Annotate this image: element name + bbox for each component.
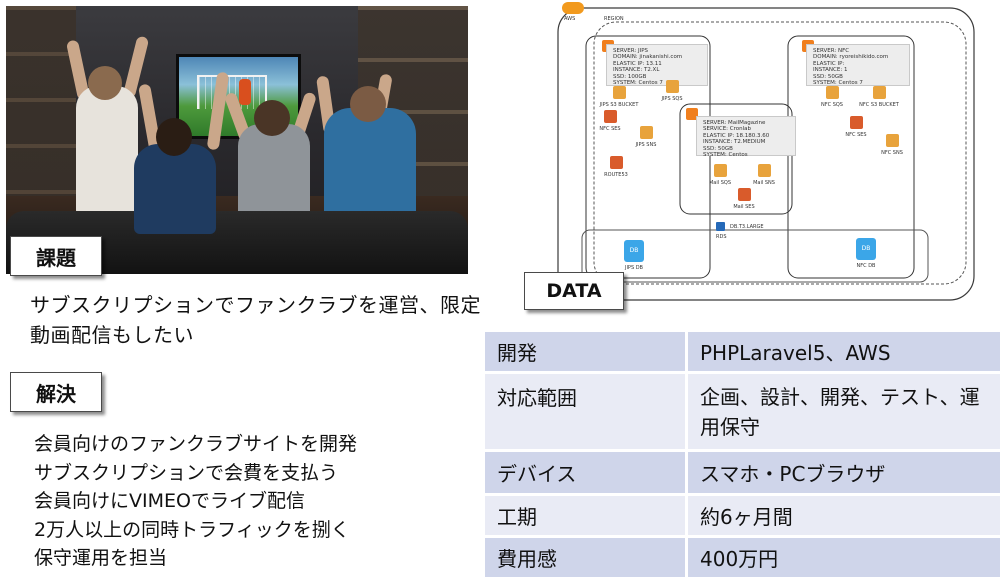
ses-icon [849,116,863,129]
route53: ROUTE53 [596,156,636,178]
row-value: スマホ・PCブラウザ [685,452,1000,496]
table-row: デバイス スマホ・PCブラウザ [485,452,1000,496]
region-label: REGION [604,16,624,22]
table-row: 対応範囲 企画、設計、開発、テスト、運用保守 [485,374,1000,452]
jips-sqs: JIPS SQS [652,80,692,102]
ses-icon [737,188,751,201]
nfc-zone [787,35,915,279]
row-value: PHPLaravel5、AWS [685,332,1000,374]
solution-item: サブスクリプションで会費を支払う [34,461,339,484]
jips-zone [585,35,711,279]
fan-head [88,66,122,100]
database-icon: DB [624,240,644,262]
row-value: 約6ヶ月間 [685,496,1000,538]
row-key: 開発 [485,332,685,374]
row-key: 工期 [485,496,685,538]
table-row: 費用感 400万円 [485,538,1000,580]
table-row: 工期 約6ヶ月間 [485,496,1000,538]
mail-sns: Mail SNS [746,164,782,186]
nfc-sns: NFC SNS [872,134,912,156]
jips-s3-bucket: JIPS S3 BUCKET [594,86,644,108]
row-value: 400万円 [685,538,1000,580]
aws-cloud-icon [562,2,584,14]
s3-bucket-icon [612,86,626,99]
s3-bucket-icon [872,86,886,99]
solution-item: 保守運用を担当 [34,547,168,569]
solution-list: 会員向けのファンクラブサイトを開発 サブスクリプションで会費を支払う 会員向けに… [34,430,474,573]
data-tag: DATA [524,272,624,310]
diagram-borders [557,7,975,301]
bookshelf-left [6,6,76,206]
fans-watching-tv-photo [6,6,468,274]
sqs-icon [713,164,727,177]
sqs-icon [825,86,839,99]
fan-head [350,86,386,122]
mail-server-card: SERVER: MailMagazine SERVICE: Cronlab EL… [696,116,796,158]
aws-cloud-border [557,7,975,301]
issue-tag: 課題 [10,236,102,276]
row-key: 対応範囲 [485,374,685,452]
sns-icon [639,126,653,139]
fan-body [76,86,138,216]
db-instance-label: DB.T3.LARGE [730,224,764,230]
row-key: デバイス [485,452,685,496]
rds-zone [581,229,929,283]
mail-sqs: Mail SQS [702,164,738,186]
fan-head [254,100,290,136]
region-border [593,21,967,285]
table-row: 開発 PHPLaravel5、AWS [485,332,1000,374]
solution-item: 会員向けのファンクラブサイトを開発 [34,433,358,455]
jips-server-card: SERVER: JIPS DOMAIN: jinakanishi.com ELA… [606,44,708,86]
fan-head [156,118,192,156]
nfc-ses-left: NFC SES [590,110,630,132]
nfc-s3-bucket: NFC S3 BUCKET [854,86,904,108]
mail-zone [679,103,793,215]
ses-icon [603,110,617,123]
sns-icon [885,134,899,147]
fan-body [238,124,310,224]
aws-architecture-diagram: AWS REGION SERVER: JIPS DOMAIN: jinakani… [556,0,978,303]
project-info-table: 開発 PHPLaravel5、AWS 対応範囲 企画、設計、開発、テスト、運用保… [485,332,1000,580]
jips-sns: JIPS SNS [626,126,666,148]
database-icon: DB [856,238,876,260]
solution-tag: 解決 [10,372,102,412]
nfc-server-card: SERVER: NFC DOMAIN: ryoreishikido.com EL… [806,44,910,86]
nfc-ses: NFC SES [836,116,876,138]
sqs-icon [665,80,679,93]
fan-body [134,144,216,234]
mail-ses: Mail SES [726,188,762,210]
aws-label: AWS [564,16,576,22]
fan-body [324,108,416,220]
goalkeeper [239,79,251,105]
rds-label: RDS [716,234,727,240]
issue-text: サブスクリプションでファンクラブを運営、限定動画配信もしたい [30,293,481,347]
sns-icon [757,164,771,177]
row-key: 費用感 [485,538,685,580]
nfc-sqs: NFC SQS [812,86,852,108]
rds-icon [716,222,725,231]
server-icon [686,108,698,120]
solution-item: 会員向けにVIMEOでライブ配信 [34,490,305,512]
row-value: 企画、設計、開発、テスト、運用保守 [685,374,1000,452]
solution-item: 2万人以上の同時トラフィックを捌く [34,518,350,541]
route53-icon [609,156,623,169]
